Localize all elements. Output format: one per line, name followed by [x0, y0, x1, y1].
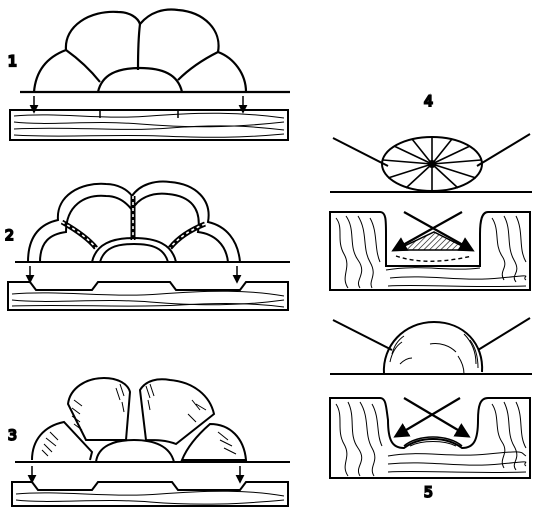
petal-hatching-3 — [41, 383, 237, 457]
step-4-group: 4 — [329, 93, 532, 291]
carved-bud-curve-5 — [403, 436, 463, 447]
step-5-group: 5 — [329, 317, 532, 502]
step-label-4: 4 — [424, 94, 433, 110]
wood-board-3 — [11, 481, 289, 507]
rounded-bud-5 — [382, 320, 484, 375]
wood-section-4 — [329, 211, 531, 291]
petal-right-lower-3 — [180, 422, 248, 461]
petal-divider-1 — [65, 49, 101, 83]
chip-dashed-curve-4 — [395, 255, 473, 262]
petal-channel-1 — [60, 219, 98, 250]
petal-divider-2 — [136, 23, 142, 71]
chip-triangle-4 — [395, 231, 471, 251]
center-bud-2 — [91, 236, 177, 263]
center-bud-3 — [95, 438, 175, 463]
step-1-group: 1 — [7, 8, 290, 141]
center-bud-2-inner — [99, 242, 169, 263]
cut-arrow-left-5 — [393, 397, 461, 438]
wood-board-1 — [9, 109, 289, 141]
wood-grain-5 — [335, 401, 527, 477]
wood-grain-1 — [13, 112, 285, 138]
cut-marks-2 — [25, 266, 242, 284]
wood-board-2 — [7, 281, 289, 311]
tool-line-right-5 — [477, 317, 531, 351]
tool-line-left-5 — [332, 319, 393, 351]
cut-marks-3 — [27, 466, 245, 484]
step-label-3: 3 — [8, 428, 17, 444]
cut-arrow-left-4 — [391, 211, 463, 252]
wood-grain-4 — [335, 215, 527, 289]
tool-line-left-4 — [332, 137, 389, 167]
cut-arrow-right-5 — [403, 397, 471, 438]
step-3-group: 3 — [7, 376, 290, 507]
step-label-5: 5 — [424, 485, 433, 501]
step-2-group: 2 — [4, 180, 290, 311]
tool-line-right-4 — [476, 133, 531, 167]
radial-lines-4 — [382, 137, 482, 191]
radial-center-4 — [428, 160, 436, 168]
cut-marks-1 — [29, 96, 248, 118]
petal-divider-3 — [177, 51, 219, 81]
step-label-1: 1 — [8, 54, 17, 70]
petal-right-upper-3 — [138, 378, 216, 446]
carved-bud-curve-inner-5 — [409, 441, 457, 447]
wood-section-5 — [329, 397, 531, 479]
wood-grain-2 — [11, 290, 285, 308]
wood-grain-3 — [15, 490, 285, 505]
flower-outline-1 — [32, 8, 248, 93]
petal-left-upper-3 — [66, 376, 132, 441]
cut-arrow-right-4 — [403, 211, 475, 252]
step-label-2: 2 — [5, 228, 14, 244]
bud-shading-5 — [389, 333, 479, 375]
petal-channel-3 — [168, 221, 206, 250]
petal-left-lower-3 — [31, 420, 94, 461]
center-bud-1 — [96, 66, 184, 93]
